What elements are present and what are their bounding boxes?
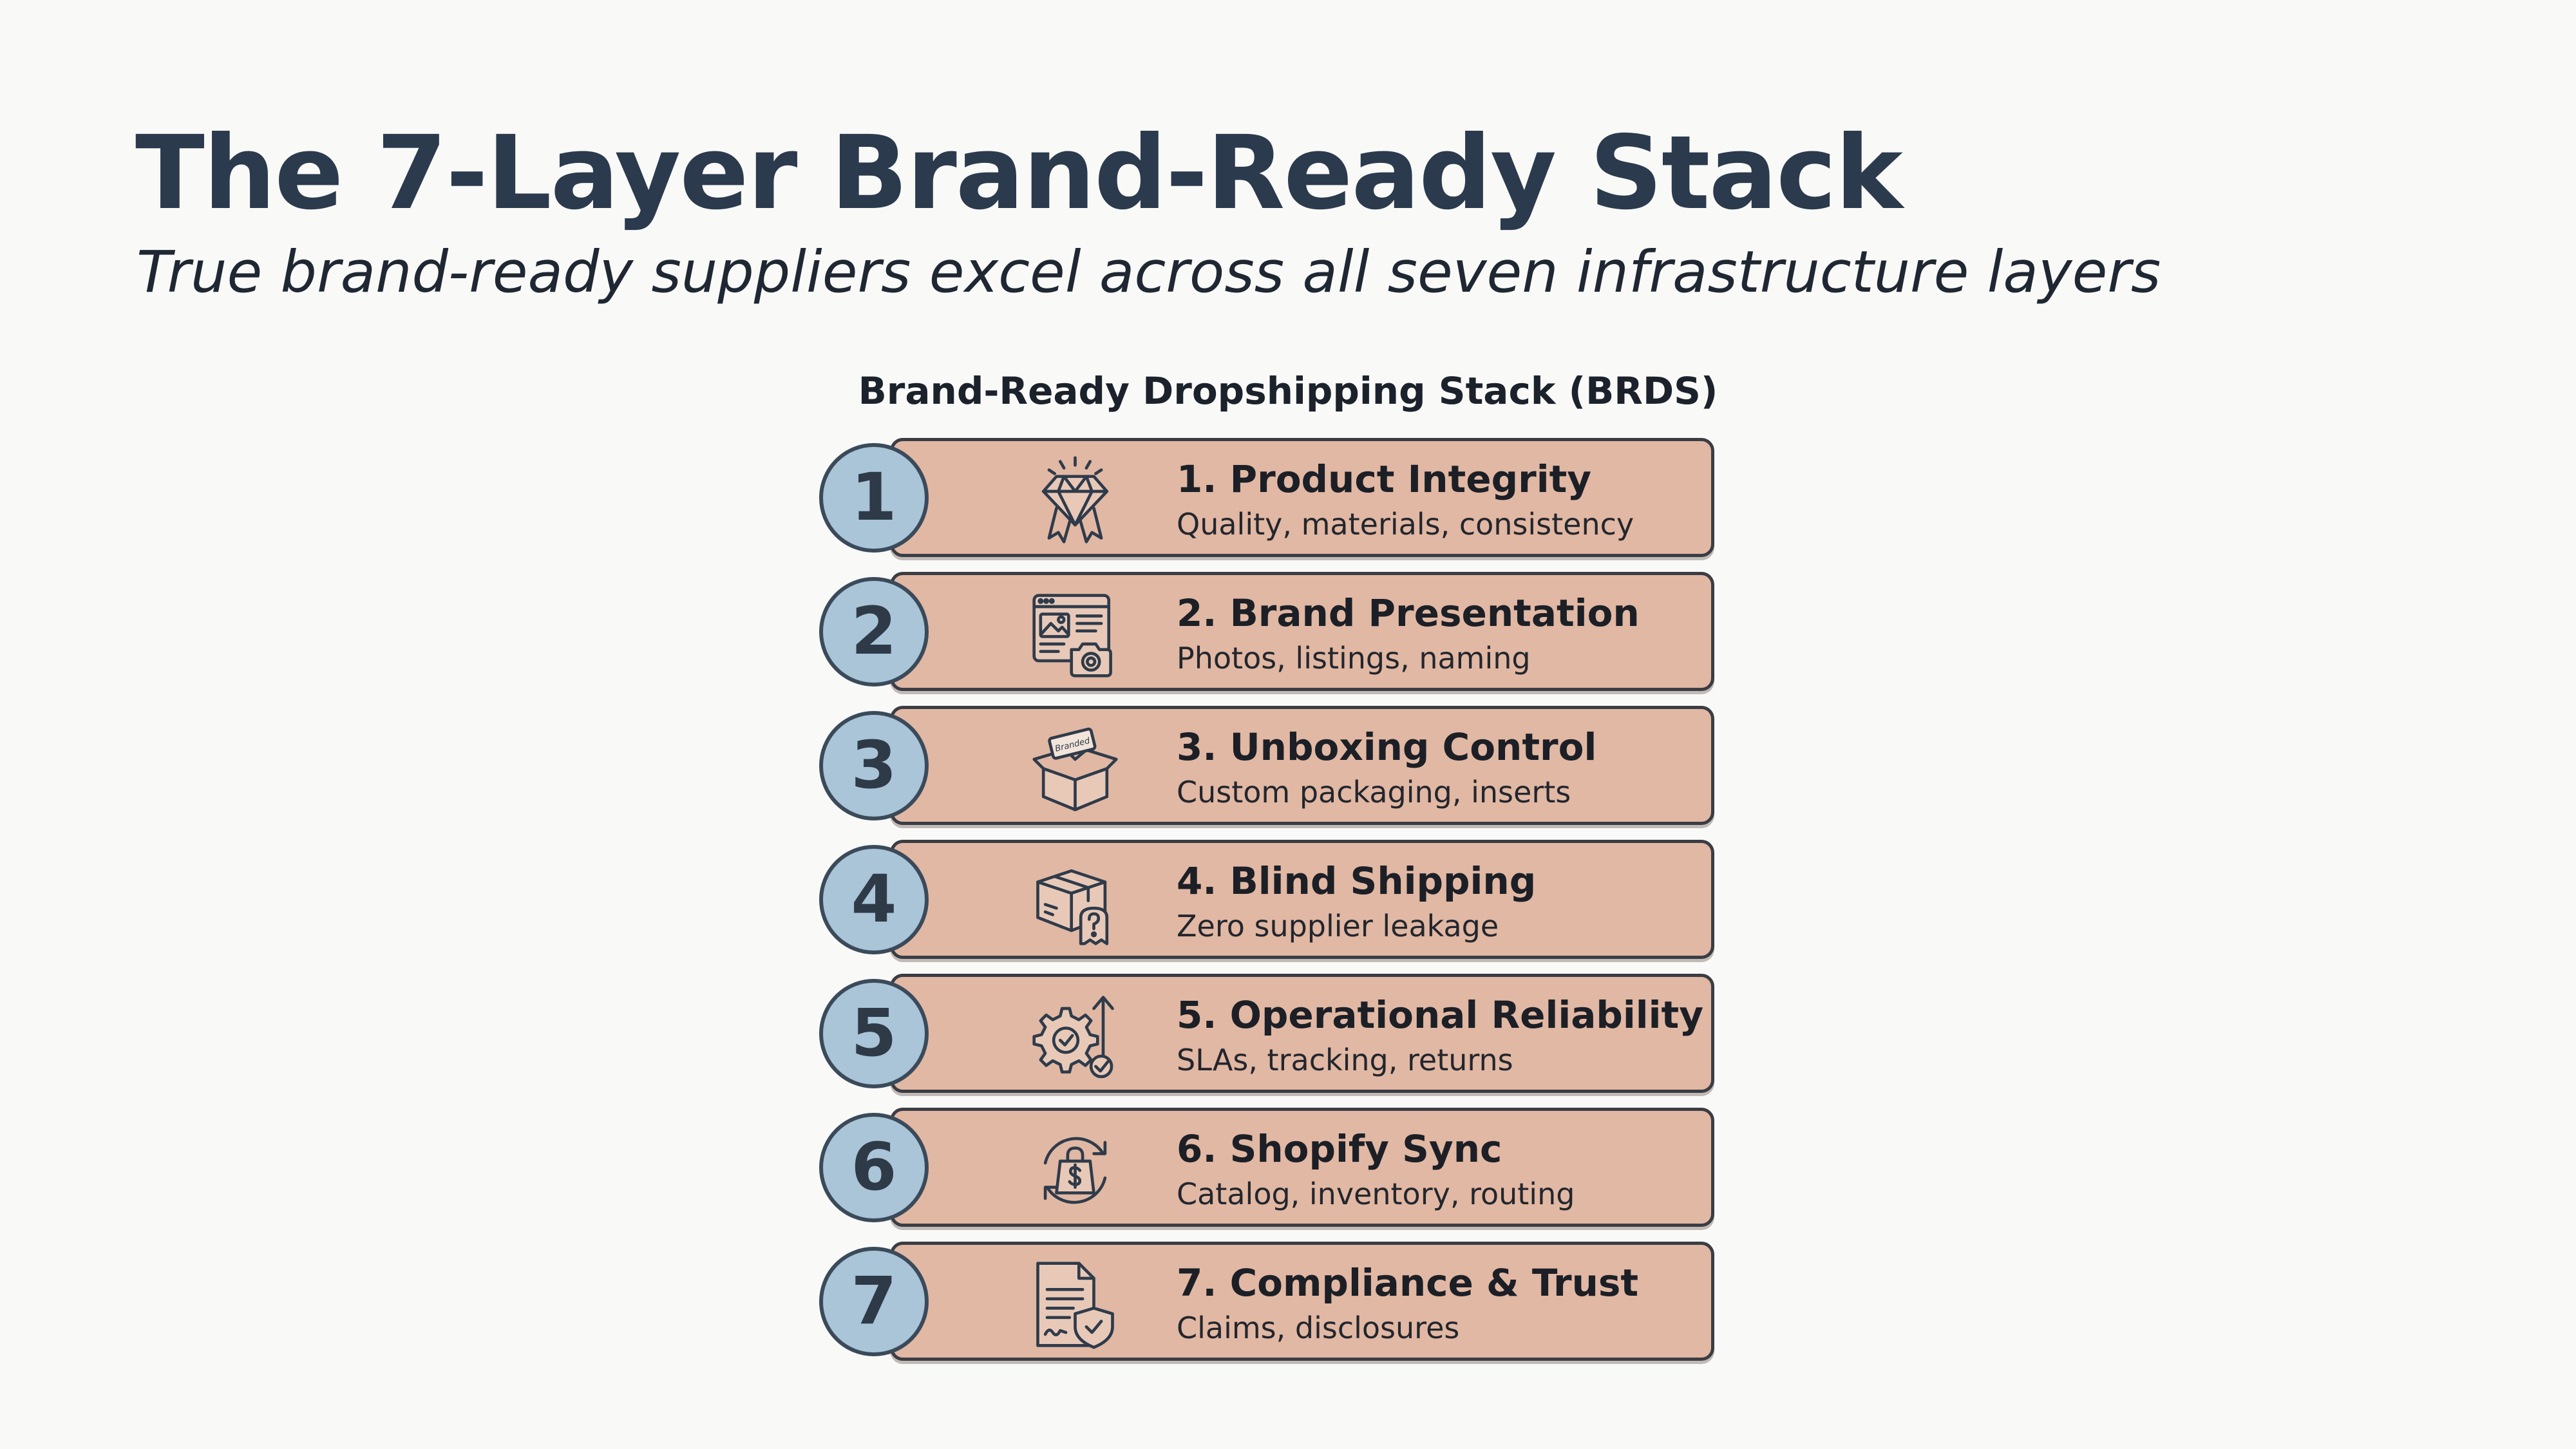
layer-description: Claims, disclosures <box>1177 1311 1460 1345</box>
diamond-award-icon <box>1028 454 1122 547</box>
layer-bar: 6. Shopify Sync Catalog, inventory, rout… <box>890 1108 1714 1227</box>
layer-shopify-sync: 6. Shopify Sync Catalog, inventory, rout… <box>819 1108 1727 1242</box>
layer-number-badge: 5 <box>819 979 929 1088</box>
layer-description: Zero supplier leakage <box>1177 909 1499 943</box>
stack-title: Brand-Ready Dropshipping Stack (BRDS) <box>858 369 1718 413</box>
layer-number-badge: 7 <box>819 1247 929 1356</box>
layer-number-badge: 1 <box>819 443 929 553</box>
layer-bar: 5. Operational Reliability SLAs, trackin… <box>890 974 1714 1093</box>
layer-blind-shipping: 4. Blind Shipping Zero supplier leakage … <box>819 840 1727 974</box>
layer-bar: 4. Blind Shipping Zero supplier leakage <box>890 840 1714 959</box>
layer-bar: 2. Brand Presentation Photos, listings, … <box>890 572 1714 691</box>
layer-unboxing-control: Branded 3. Unboxing Control Custom packa… <box>819 706 1727 840</box>
package-question-icon <box>1028 856 1122 949</box>
layer-operational-reliability: 5. Operational Reliability SLAs, trackin… <box>819 974 1727 1108</box>
layer-brand-presentation: 2. Brand Presentation Photos, listings, … <box>819 572 1727 706</box>
page-subtitle: True brand-ready suppliers excel across … <box>137 238 2161 305</box>
photo-camera-icon <box>1028 588 1122 681</box>
layer-description: Catalog, inventory, routing <box>1177 1177 1575 1211</box>
layer-description: Quality, materials, consistency <box>1177 507 1634 542</box>
layer-title: 4. Blind Shipping <box>1177 859 1537 903</box>
layer-description: SLAs, tracking, returns <box>1177 1043 1513 1077</box>
layer-number-badge: 3 <box>819 711 929 820</box>
layer-title: 3. Unboxing Control <box>1177 725 1597 769</box>
layer-number-badge: 4 <box>819 845 929 954</box>
sync-bag-icon <box>1028 1124 1122 1217</box>
layer-title: 1. Product Integrity <box>1177 457 1592 501</box>
layer-number-badge: 2 <box>819 577 929 687</box>
layer-title: 7. Compliance & Trust <box>1177 1261 1639 1305</box>
layer-title: 5. Operational Reliability <box>1177 993 1704 1037</box>
layer-compliance-trust: 7. Compliance & Trust Claims, disclosure… <box>819 1242 1727 1376</box>
layer-bar: Branded 3. Unboxing Control Custom packa… <box>890 706 1714 825</box>
layer-number-badge: 6 <box>819 1113 929 1222</box>
layer-description: Custom packaging, inserts <box>1177 775 1571 810</box>
layer-product-integrity: 1. Product Integrity Quality, materials,… <box>819 438 1727 572</box>
page-title: The 7-Layer Brand-Ready Stack <box>135 114 1903 232</box>
layer-stack: 1. Product Integrity Quality, materials,… <box>819 438 1727 1376</box>
layer-description: Photos, listings, naming <box>1177 641 1531 676</box>
layer-bar: 1. Product Integrity Quality, materials,… <box>890 438 1714 557</box>
layer-title: 2. Brand Presentation <box>1177 591 1640 635</box>
branded-box-icon: Branded <box>1028 722 1122 815</box>
document-shield-icon <box>1028 1258 1122 1351</box>
layer-title: 6. Shopify Sync <box>1177 1127 1502 1171</box>
gear-check-icon <box>1028 990 1122 1083</box>
layer-bar: 7. Compliance & Trust Claims, disclosure… <box>890 1242 1714 1361</box>
